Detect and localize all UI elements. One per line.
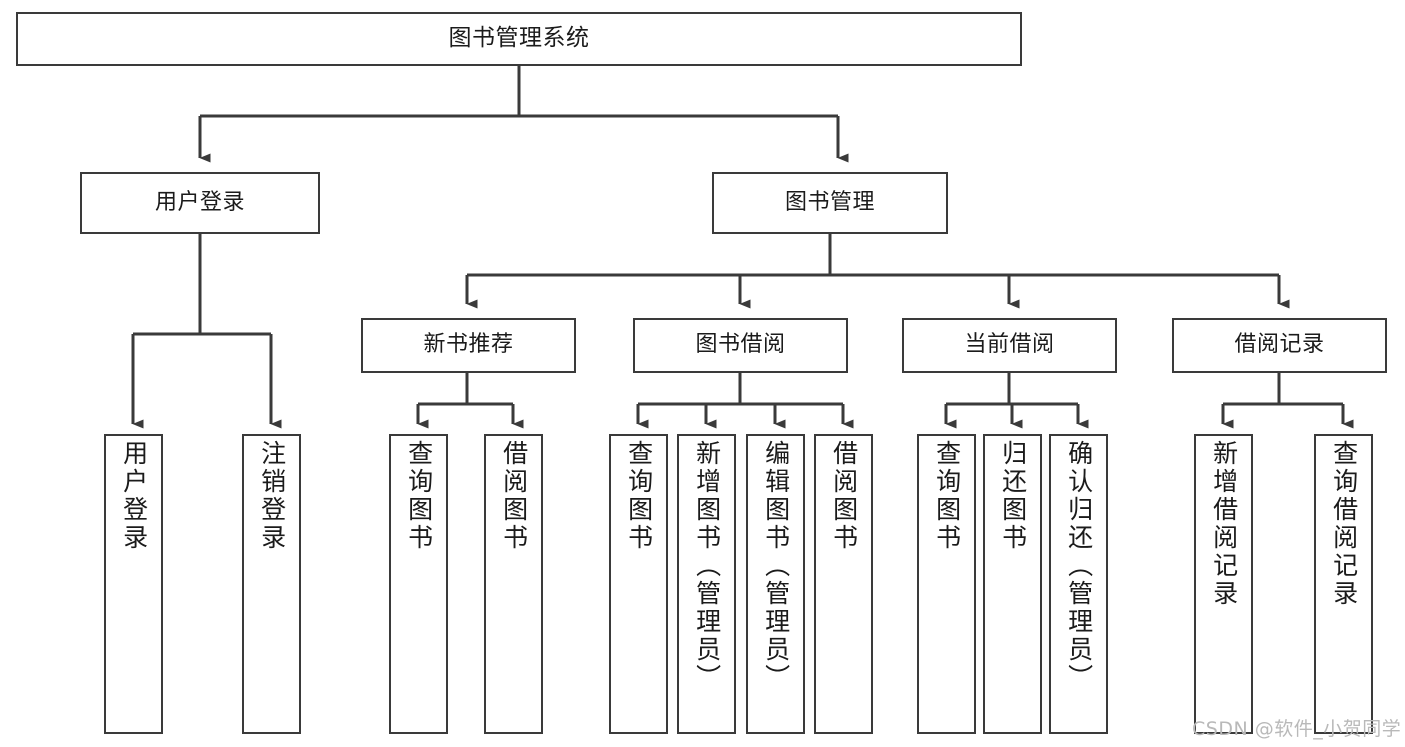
- node-label: 归还图书: [998, 440, 1028, 552]
- leaf-query-borrow-record[interactable]: 查询借阅记录: [1314, 434, 1373, 734]
- node-borrow-record[interactable]: 借阅记录: [1172, 318, 1387, 373]
- leaf-borrow-book[interactable]: 借阅图书: [814, 434, 873, 734]
- leaf-return-book[interactable]: 归还图书: [983, 434, 1042, 734]
- node-new-book-recommend[interactable]: 新书推荐: [361, 318, 576, 373]
- node-label: 新书推荐: [423, 332, 514, 358]
- node-label: 查询图书: [624, 440, 654, 552]
- node-label: 新增图书（管理员）: [692, 440, 722, 692]
- leaf-user-login[interactable]: 用户登录: [104, 434, 163, 734]
- node-label: 借阅记录: [1234, 332, 1325, 358]
- node-label: 当前借阅: [964, 332, 1055, 358]
- node-label: 用户登录: [154, 189, 245, 215]
- leaf-logout-login[interactable]: 注销登录: [242, 434, 301, 734]
- node-book-management[interactable]: 图书管理: [712, 172, 948, 234]
- leaf-edit-book-admin[interactable]: 编辑图书（管理员）: [746, 434, 805, 734]
- node-user-login[interactable]: 用户登录: [80, 172, 320, 234]
- node-label: 确认归还（管理员）: [1064, 440, 1094, 692]
- node-label: 注销登录: [257, 440, 287, 552]
- node-label: 图书管理: [784, 189, 875, 215]
- node-label: 用户登录: [119, 440, 149, 552]
- node-label: 图书借阅: [695, 332, 786, 358]
- leaf-borrow-book-recommend[interactable]: 借阅图书: [484, 434, 543, 734]
- node-label: 查询图书: [932, 440, 962, 552]
- node-root-book-management-system[interactable]: 图书管理系统: [16, 12, 1022, 66]
- node-label: 查询借阅记录: [1329, 440, 1359, 608]
- leaf-add-book-admin[interactable]: 新增图书（管理员）: [677, 434, 736, 734]
- leaf-query-book-borrow[interactable]: 查询图书: [609, 434, 668, 734]
- csdn-watermark: CSDN @软件_小贺同学: [1192, 718, 1402, 740]
- node-label: 借阅图书: [829, 440, 859, 552]
- leaf-query-book-current[interactable]: 查询图书: [917, 434, 976, 734]
- leaf-add-borrow-record[interactable]: 新增借阅记录: [1194, 434, 1253, 734]
- node-label: 编辑图书（管理员）: [761, 440, 791, 692]
- node-book-borrow[interactable]: 图书借阅: [633, 318, 848, 373]
- node-current-borrow[interactable]: 当前借阅: [902, 318, 1117, 373]
- node-label: 图书管理系统: [448, 25, 590, 52]
- node-label: 查询图书: [404, 440, 434, 552]
- leaf-confirm-return-admin[interactable]: 确认归还（管理员）: [1049, 434, 1108, 734]
- node-label: 新增借阅记录: [1209, 440, 1239, 608]
- leaf-query-book-recommend[interactable]: 查询图书: [389, 434, 448, 734]
- node-label: 借阅图书: [499, 440, 529, 552]
